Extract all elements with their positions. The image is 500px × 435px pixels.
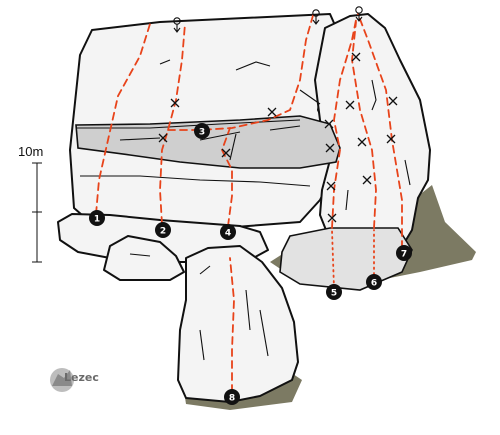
route-marker[interactable]: 5 <box>326 284 342 300</box>
lezec-logo-text: Lezec <box>64 371 99 384</box>
lower-off-anchor-icon <box>355 6 363 22</box>
bolt-x-icon <box>327 213 337 223</box>
route-1-line <box>95 23 151 215</box>
route-marker-number: 4 <box>225 228 231 238</box>
rock-crack <box>159 59 171 65</box>
rock-crack <box>199 265 211 275</box>
bolt-x-icon <box>267 107 277 117</box>
bolt-x-icon <box>221 148 231 158</box>
route-tower-left-line <box>331 19 357 229</box>
rock-crack <box>80 175 311 187</box>
route-marker[interactable]: 2 <box>155 222 171 238</box>
bolt-x-icon <box>357 137 367 147</box>
rock-crack <box>199 131 241 141</box>
route-marker[interactable]: 7 <box>396 245 412 261</box>
route-4-line <box>221 127 233 227</box>
rock-crack <box>299 89 321 105</box>
route-marker-number: 8 <box>229 393 235 403</box>
route-marker-number: 6 <box>371 278 377 288</box>
route-marker-number: 1 <box>94 214 100 224</box>
lower-off-anchor-icon <box>173 17 181 33</box>
scale-bar: 10m <box>18 144 43 263</box>
route-marker[interactable]: 6 <box>366 274 382 290</box>
bolt-x-icon <box>158 133 168 143</box>
rock-crack <box>229 133 237 161</box>
bolt-x-icon <box>324 119 334 129</box>
rock-crack <box>404 159 411 186</box>
rock-crack <box>119 137 161 141</box>
bolt-x-icon <box>351 52 361 62</box>
route-marker-number: 2 <box>160 226 166 236</box>
small-boulder <box>103 235 185 281</box>
front-pillar <box>177 245 299 403</box>
bolt-x-icon <box>325 143 335 153</box>
lower-off-anchor-icon <box>312 9 320 25</box>
bolt-x-icon <box>362 175 372 185</box>
route-marker-number: 7 <box>401 249 407 259</box>
rock-crack <box>199 329 205 361</box>
rock-crack <box>345 189 349 211</box>
route-marker[interactable]: 3 <box>194 123 210 139</box>
scale-label: 10m <box>18 144 43 159</box>
bolt-x-icon <box>388 96 398 106</box>
route-marker[interactable]: 4 <box>220 224 236 240</box>
rock-crack <box>371 79 377 111</box>
route-5-start-line <box>331 229 335 289</box>
rock-crack <box>76 119 301 129</box>
route-marker-number: 3 <box>199 127 205 137</box>
rock-crack <box>129 253 151 257</box>
bolt-x-icon <box>326 181 336 191</box>
route-7-line <box>357 13 403 249</box>
route-marker-number: 5 <box>331 288 337 298</box>
rock-crack <box>269 125 301 131</box>
rock-crack <box>259 309 269 357</box>
rock-crack <box>235 61 271 71</box>
route-marker[interactable]: 8 <box>224 389 240 405</box>
route-tower-mid-line <box>351 21 377 229</box>
bolt-x-icon <box>170 98 180 108</box>
rock-crack <box>245 289 251 331</box>
bolt-x-icon <box>386 134 396 144</box>
bolt-x-icon <box>345 100 355 110</box>
route-marker[interactable]: 1 <box>89 210 105 226</box>
lezec-logo: Lezec <box>50 368 99 392</box>
lower-right-slab <box>279 227 413 291</box>
route-8-line <box>229 257 235 393</box>
